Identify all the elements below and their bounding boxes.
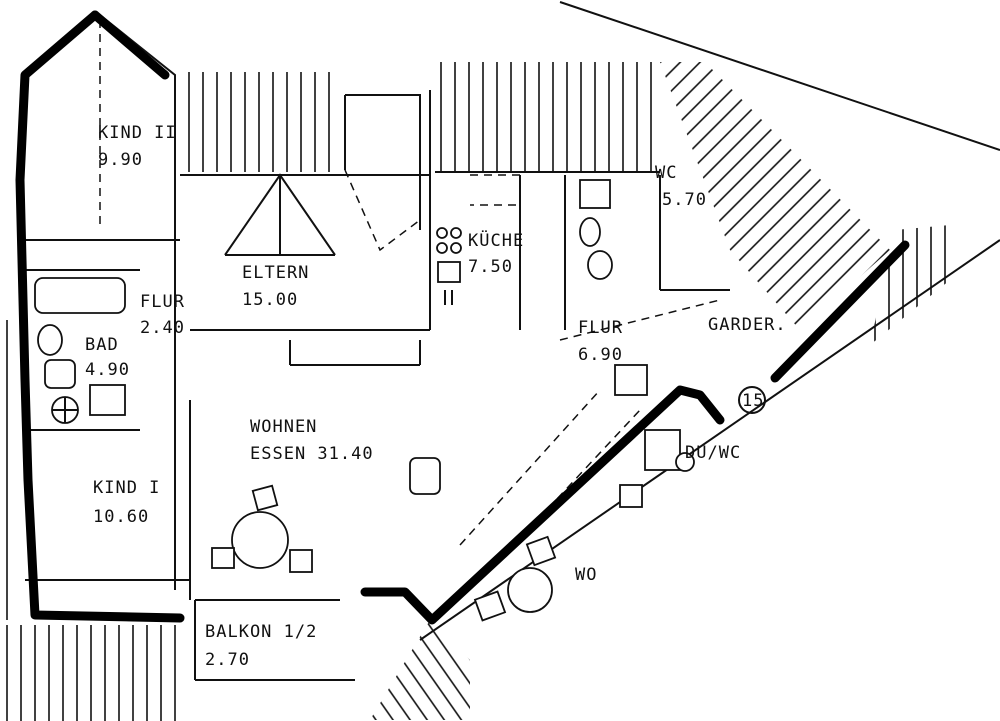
room-kind2-area: 9.90 <box>98 150 143 170</box>
exterior-walls <box>15 10 910 625</box>
room-eltern-area: 15.00 <box>242 290 298 310</box>
site-boundary-line <box>559 1 1000 151</box>
marker-circle <box>738 386 766 414</box>
room-kind1-area: 10.60 <box>93 507 149 527</box>
room-flur2-name: FLUR <box>578 318 623 338</box>
marker-number: 15 <box>742 391 764 411</box>
room-flur2-area: 6.90 <box>578 345 623 365</box>
room-kind2-name: KIND II <box>98 123 177 143</box>
diagonal-wall <box>419 239 1000 641</box>
kitchen-stove <box>436 227 462 305</box>
roof-hatch-top <box>180 72 340 172</box>
room-wc-area: 5.70 <box>662 190 707 210</box>
roof-hatch-bottom-left <box>0 625 180 721</box>
dining-table <box>211 457 441 573</box>
room-wc-name: WC <box>655 163 677 183</box>
room-bad-area: 4.90 <box>85 360 130 380</box>
interior-walls <box>24 13 730 681</box>
lower-right-furniture <box>473 364 695 622</box>
room-flur1-name: FLUR <box>140 292 185 312</box>
room-kind1-name: KIND I <box>93 478 160 498</box>
room-flur1-area: 2.40 <box>140 318 185 338</box>
room-balkon-area: 2.70 <box>205 650 250 670</box>
room-wohnen-area: ESSEN 31.40 <box>250 444 374 464</box>
room-kueche-name: KÜCHE <box>468 229 524 251</box>
wc-fixtures <box>579 179 613 280</box>
bath-fixtures <box>34 277 126 424</box>
roof-hatch-bottom <box>370 620 470 720</box>
room-garderobe-name: GARDER. <box>708 315 787 335</box>
room-wo-partial-name: WO <box>575 565 597 585</box>
roof-hatch-top-2 <box>435 62 660 172</box>
roof-hatch-left <box>0 320 15 620</box>
room-kueche-area: 7.50 <box>468 257 513 277</box>
room-wohnen-name: WOHNEN <box>250 417 317 437</box>
room-eltern-name: ELTERN <box>242 263 309 283</box>
roof-hatch-right <box>660 62 890 330</box>
room-balkon-name: BALKON 1/2 <box>205 622 317 642</box>
room-bad-name: BAD <box>85 335 119 355</box>
room-duwc-name: DU/WC <box>685 443 741 463</box>
